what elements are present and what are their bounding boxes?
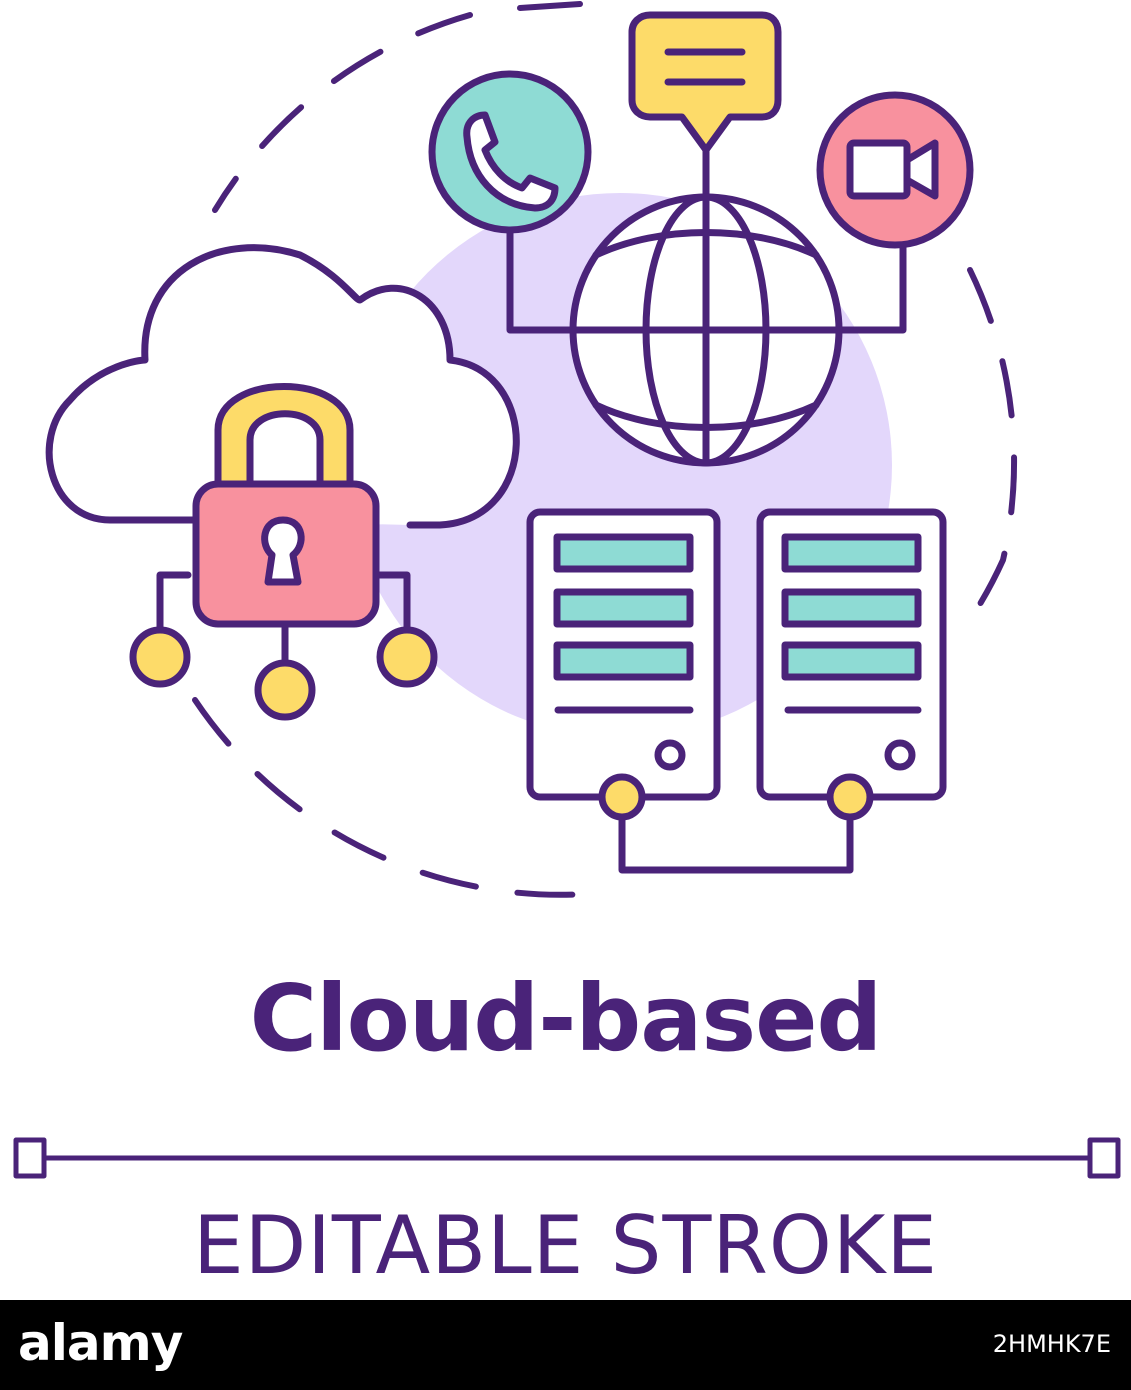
padlock-icon	[192, 383, 380, 628]
video-camera-icon	[816, 91, 974, 249]
dashed-ring-arc	[192, 12, 1018, 898]
brand-logo: alamy	[18, 1314, 183, 1372]
stroke-line	[13, 1137, 1121, 1179]
dashed-ring-top	[517, 1, 583, 11]
cloud-based-illustration	[13, 1, 1121, 1179]
image-id: 2HMHK7E	[992, 1330, 1111, 1358]
server-icon	[526, 508, 947, 874]
chat-bubble-icon	[628, 11, 782, 154]
subtitle: EDITABLE STROKE	[193, 1199, 938, 1292]
title: Cloud-based	[249, 965, 883, 1072]
footer-bar: alamy 2HMHK7E	[0, 1300, 1131, 1390]
network-nodes-icon	[129, 571, 438, 721]
globe-icon	[569, 193, 843, 467]
phone-icon	[428, 70, 592, 234]
